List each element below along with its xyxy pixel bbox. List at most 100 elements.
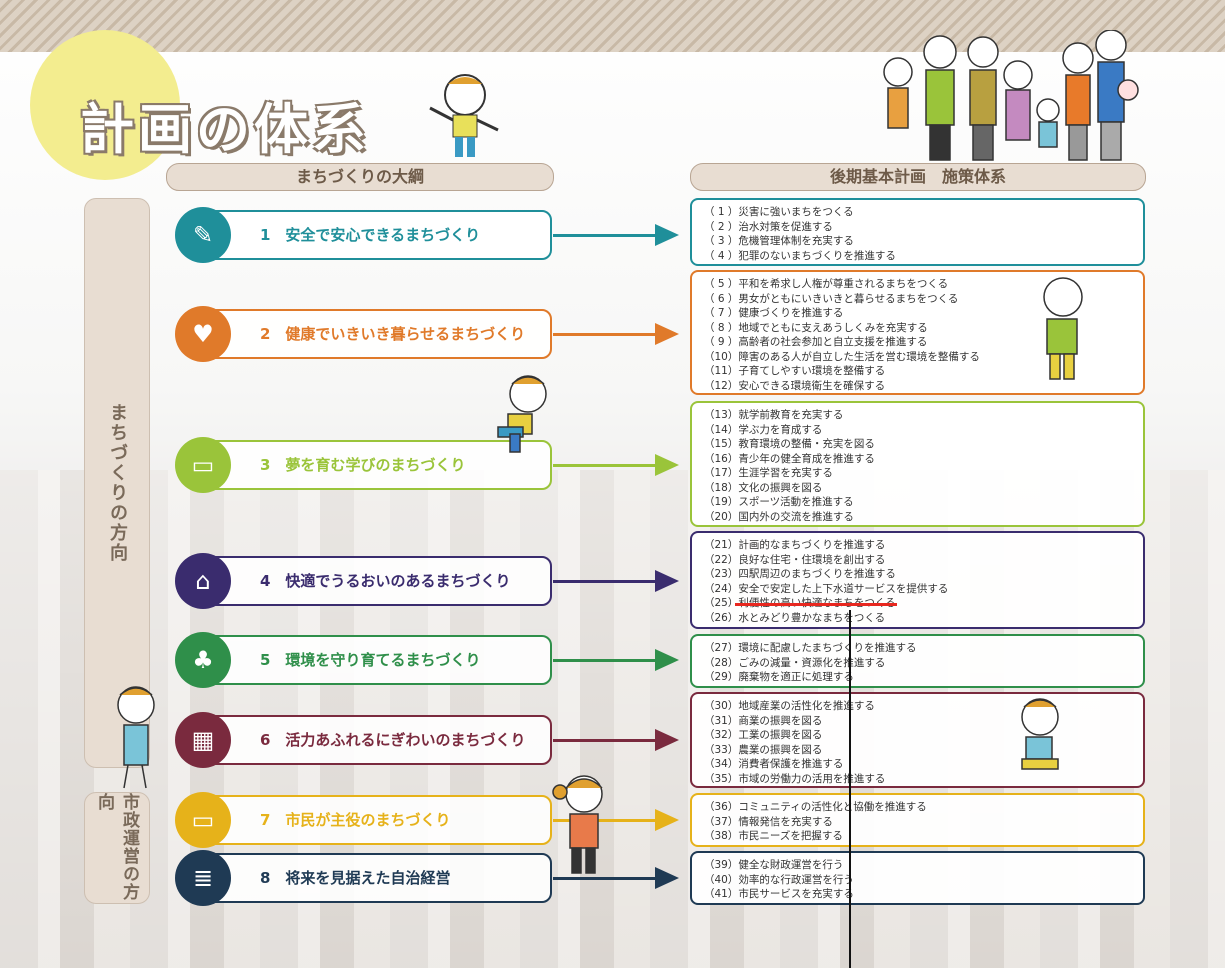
connector-arrow-line <box>553 464 657 467</box>
connector-arrow-line <box>553 877 657 880</box>
measure-item: （21）計画的なまちづくりを推進する <box>704 539 886 551</box>
measure-item: （37）情報発信を充実する <box>704 815 833 828</box>
measure-item: （27）環境に配慮したまちづくりを推進する <box>704 642 917 654</box>
measure-item: （28）ごみの減量・資源化を推進する <box>704 656 886 669</box>
arrow-head-icon <box>655 729 679 751</box>
measures-box-6: （30）地域産業の活性化を推進する（31）商業の振興を図る（32）工業の振興を図… <box>690 692 1145 788</box>
measure-item: （24）安全で安定した上下水道サービスを提供する <box>704 582 949 595</box>
pillar-label: 8 将来を見据えた自治経営 <box>260 869 451 887</box>
measure-item: （ 8 ）地域でともに支えあうしくみを充実する <box>704 321 928 334</box>
pillar-1: 1 安全で安心できるまちづくり <box>196 210 552 260</box>
pillar-8: 8 将来を見据えた自治経営 <box>196 853 552 903</box>
pointer-line <box>849 610 851 968</box>
measures-box-4: （21）計画的なまちづくりを推進する （22）良好な住宅・住環境を創出する （23）… <box>690 531 1145 629</box>
kid-right-illustration <box>1043 277 1083 380</box>
measure-item: （38）市民ニーズを把握する <box>704 830 843 842</box>
connector-arrow-line <box>553 234 657 237</box>
measure-item: （33）農業の振興を図る <box>704 743 823 756</box>
pillar-5: 5 環境を守り育てるまちづくり <box>196 635 552 685</box>
measure-item: （11）子育てしやすい環境を整備する <box>704 365 886 377</box>
connector-arrow-line <box>553 333 657 336</box>
pillar-label: 3 夢を育む学びのまちづくり <box>260 456 466 474</box>
measure-item: （40）効率的な行政運営を行う <box>704 873 854 886</box>
house-icon: ⌂ <box>175 553 231 609</box>
measure-item: （26）水とみどり豊かなまちをつくる <box>704 611 886 624</box>
document-icon: ≣ <box>175 850 231 906</box>
measure-item: （10）障害のある人が自立した生活を営む環境を整備する <box>704 350 980 363</box>
measure-item: （14）学ぶ力を育成する <box>704 423 823 436</box>
measure-item: （36）コミュニティの活性化と協働を推進する <box>704 801 927 813</box>
book-icon: ▭ <box>175 437 231 493</box>
arrow-head-icon <box>655 224 679 246</box>
pillar-4: 4 快適でうるおいのあるまちづくり <box>196 556 552 606</box>
measures-box-8: （39）健全な財政運営を行う （40）効率的な行政運営を行う （41）市民サービスを… <box>690 851 1145 905</box>
measure-item: （35）市域の労働力の活用を推進する <box>704 772 886 785</box>
connector-arrow-line <box>553 819 657 822</box>
page-title: 計画の体系 <box>80 98 370 161</box>
pillar-label: 2 健康でいきいき暮らせるまちづくり <box>260 325 526 343</box>
measure-item: （15）教育環境の整備・充実を図る <box>704 438 875 450</box>
measure-item: （22）良好な住宅・住環境を創出する <box>704 553 886 566</box>
measure-item: （ 3 ）危機管理体制を充実する <box>704 235 854 247</box>
connector-arrow-line <box>553 659 657 662</box>
pillar-label: 5 環境を守り育てるまちづくり <box>260 651 481 669</box>
pillar-label: 6 活力あふれるにぎわいのまちづくり <box>260 731 526 749</box>
measure-item: （29）廃棄物を適正に処理する <box>704 671 854 683</box>
measure-item: （ 7 ）健康づくりを推進する <box>704 307 844 319</box>
sun-decoration <box>30 30 180 180</box>
measure-item: （17）生涯学習を充実する <box>704 467 833 479</box>
family-illustration <box>883 30 1139 161</box>
measure-item: （23）四駅周辺のまちづくりを推進する <box>704 568 896 580</box>
arrow-head-icon <box>655 649 679 671</box>
measure-item: （39）健全な財政運営を行う <box>704 859 844 871</box>
measure-item: （16）青少年の健全育成を推進する <box>704 452 875 465</box>
measure-item: （12）安心できる環境衛生を確保する <box>704 379 886 392</box>
measure-item: （ 1 ）災害に強いまちをつくる <box>704 206 854 218</box>
measure-item: （13）就学前教育を充実する <box>704 409 844 421</box>
pillar-7: 7 市民が主役のまちづくり <box>196 795 552 845</box>
kid-waving-illustration <box>429 74 499 157</box>
measure-item: （ 2 ）治水対策を促進する <box>704 220 833 233</box>
measures-box-5: （27）環境に配慮したまちづくりを推進する （28）ごみの減量・資源化を推進する （… <box>690 634 1145 688</box>
kid-reading-illustration <box>497 375 547 453</box>
measure-item: （34）消費者保護を推進する <box>704 758 844 770</box>
measure-item: （30）地域産業の活性化を推進する <box>704 700 875 712</box>
arrow-head-icon <box>655 570 679 592</box>
kid-left-illustration <box>117 686 155 789</box>
measures-box-7: （36）コミュニティの活性化と協働を推進する （37）情報発信を充実する （38）市… <box>690 793 1145 847</box>
connector-arrow-line <box>553 739 657 742</box>
arrow-head-icon <box>655 323 679 345</box>
measure-item: （ 5 ）平和を希求し人権が尊重されるまちをつくる <box>704 278 949 290</box>
admin-direction-label: 市政運営の方向 <box>84 792 150 904</box>
monitor-icon: ▭ <box>175 792 231 848</box>
connector-arrow-line <box>553 580 657 583</box>
measure-item: （20）国内外の交流を推進する <box>704 510 854 523</box>
flashlight-icon: ✎ <box>175 207 231 263</box>
arrow-head-icon <box>655 454 679 476</box>
highlight-underline <box>735 603 897 606</box>
measure-item: （ 6 ）男女がともにいきいきと暮らせるまちをつくる <box>704 292 959 305</box>
building-icon: ▦ <box>175 712 231 768</box>
arrow-head-icon <box>655 867 679 889</box>
pillar-label: 7 市民が主役のまちづくり <box>260 811 451 829</box>
measure-item: （41）市民サービスを充実する <box>704 888 854 900</box>
girl-illustration <box>552 775 603 874</box>
measure-item: （18）文化の振興を図る <box>704 481 823 494</box>
pillar-3: 3 夢を育む学びのまちづくり <box>196 440 552 490</box>
measure-item: （ 9 ）高齢者の社会参加と自立支援を推進する <box>704 336 928 348</box>
measures-box-3: （13）就学前教育を充実する （14）学ぶ力を育成する （15）教育環境の整備・充実… <box>690 401 1145 527</box>
measure-item: （31）商業の振興を図る <box>704 714 823 727</box>
heart-hand-icon: ♥ <box>175 306 231 362</box>
right-header: 後期基本計画 施策体系 <box>690 163 1146 191</box>
pillar-label: 1 安全で安心できるまちづくり <box>260 226 481 244</box>
arrow-head-icon <box>655 809 679 831</box>
left-header: まちづくりの大綱 <box>166 163 554 191</box>
measure-item: （19）スポーツ活動を推進する <box>704 496 854 508</box>
pillar-2: 2 健康でいきいき暮らせるまちづくり <box>196 309 552 359</box>
tree-icon: ♣ <box>175 632 231 688</box>
measures-box-1: （ 1 ）災害に強いまちをつくる （ 2 ）治水対策を促進する （ 3 ）危機管理体… <box>690 198 1145 266</box>
pillar-6: 6 活力あふれるにぎわいのまちづくり <box>196 715 552 765</box>
header-stripe <box>0 0 1225 52</box>
kid-sitting-illustration <box>1021 698 1059 770</box>
direction-label: まちづくりの方向 <box>84 198 150 768</box>
